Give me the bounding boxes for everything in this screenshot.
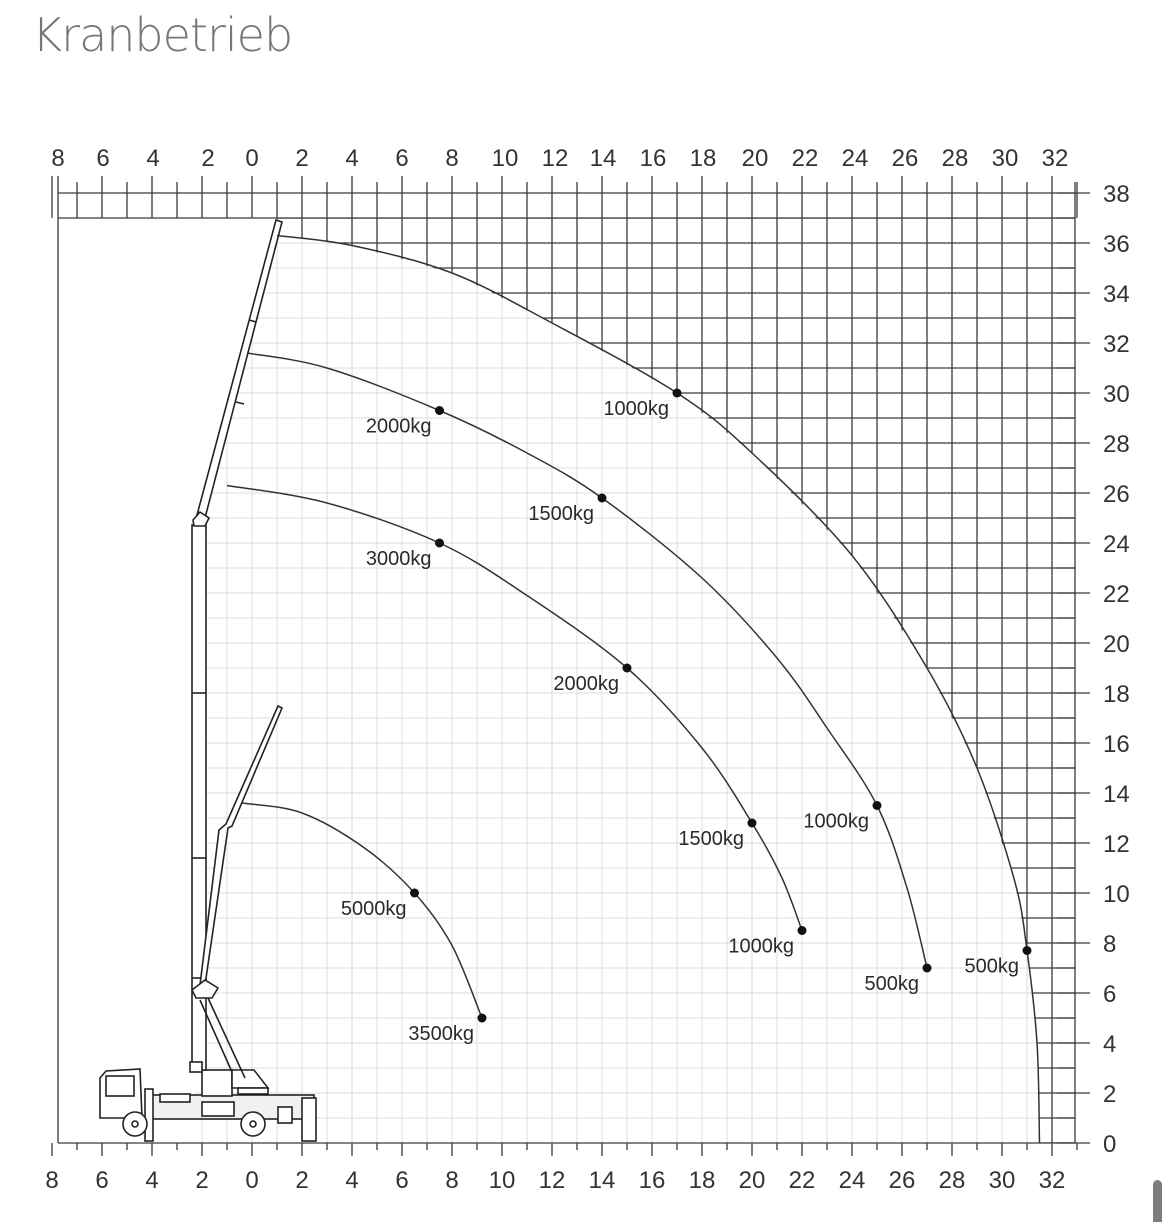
load-curve bbox=[246, 352, 928, 969]
bottom-x-tick-label: 6 bbox=[395, 1167, 408, 1194]
load-point-marker bbox=[922, 963, 932, 973]
load-point-label: 1000kg bbox=[728, 936, 794, 958]
y-tick-label: 12 bbox=[1103, 831, 1130, 858]
load-point-label: 5000kg bbox=[341, 898, 407, 920]
top-x-tick-label: 2 bbox=[201, 145, 214, 172]
page-title: Kranbetrieb bbox=[32, 8, 293, 62]
y-tick-label: 2 bbox=[1103, 1081, 1116, 1108]
load-point-label: 500kg bbox=[965, 956, 1020, 978]
bottom-x-tick-label: 12 bbox=[539, 1167, 566, 1194]
bottom-x-tick-label: 4 bbox=[345, 1167, 358, 1194]
truck-icon bbox=[99, 1068, 317, 1142]
y-tick-label: 32 bbox=[1103, 331, 1130, 358]
load-point-label: 1000kg bbox=[803, 811, 869, 833]
bottom-x-tick-label: 32 bbox=[1039, 1167, 1066, 1194]
top-x-tick-label: 26 bbox=[892, 145, 919, 172]
load-point-marker bbox=[435, 406, 444, 415]
y-tick-label: 36 bbox=[1103, 231, 1130, 258]
load-point-label: 3000kg bbox=[366, 548, 432, 570]
top-x-tick-label: 0 bbox=[245, 145, 258, 172]
bottom-x-tick-label: 8 bbox=[45, 1167, 58, 1194]
y-tick-label: 38 bbox=[1103, 181, 1130, 208]
load-point-label: 2000kg bbox=[553, 673, 619, 695]
load-points: 1000kg 500kg 2000kg 1500kg 1000kg 500kg 3000kg… bbox=[341, 388, 1032, 1045]
y-tick-label: 8 bbox=[1103, 931, 1116, 958]
y-tick-label: 34 bbox=[1103, 281, 1130, 308]
load-point-label: 1500kg bbox=[528, 503, 594, 525]
bottom-x-tick-label: 18 bbox=[689, 1167, 716, 1194]
top-x-tick-label: 6 bbox=[96, 145, 109, 172]
load-curve bbox=[276, 234, 1041, 1144]
load-point-label: 2000kg bbox=[366, 416, 432, 438]
bottom-x-tick-label: 6 bbox=[95, 1167, 108, 1194]
top-x-tick-label: 8 bbox=[445, 145, 458, 172]
bottom-x-tick-label: 2 bbox=[295, 1167, 308, 1194]
bottom-x-tick-label: 28 bbox=[939, 1167, 966, 1194]
top-x-tick-label: 4 bbox=[146, 145, 159, 172]
top-x-tick-label: 22 bbox=[792, 145, 819, 172]
load-point-marker bbox=[477, 1013, 487, 1023]
y-tick-label: 18 bbox=[1103, 681, 1130, 708]
load-point-label: 1000kg bbox=[603, 398, 669, 420]
top-x-tick-label: 2 bbox=[295, 145, 308, 172]
load-point-marker bbox=[747, 818, 757, 828]
bottom-x-tick-label: 4 bbox=[145, 1167, 158, 1194]
top-x-tick-label: 14 bbox=[590, 145, 617, 172]
y-tick-label: 24 bbox=[1103, 531, 1130, 558]
load-point-label: 500kg bbox=[865, 973, 920, 995]
bottom-x-tick-label: 26 bbox=[889, 1167, 916, 1194]
top-x-tick-label: 32 bbox=[1042, 145, 1069, 172]
load-point-label: 1500kg bbox=[678, 828, 744, 850]
bottom-x-tick-label: 22 bbox=[789, 1167, 816, 1194]
y-tick-label: 14 bbox=[1103, 781, 1130, 808]
top-x-tick-label: 10 bbox=[492, 145, 519, 172]
y-tick-label: 16 bbox=[1103, 731, 1130, 758]
bottom-x-tick-label: 14 bbox=[589, 1167, 616, 1194]
bottom-x-tick-label: 2 bbox=[195, 1167, 208, 1194]
bottom-x-tick-label: 30 bbox=[989, 1167, 1016, 1194]
top-x-tick-label: 28 bbox=[942, 145, 969, 172]
scrollbar[interactable] bbox=[1153, 1180, 1162, 1222]
top-x-tick-label: 18 bbox=[690, 145, 717, 172]
load-point-marker bbox=[622, 663, 632, 673]
load-point-marker bbox=[410, 888, 419, 898]
y-tick-label: 22 bbox=[1103, 581, 1130, 608]
bottom-x-tick-label: 16 bbox=[639, 1167, 666, 1194]
y-tick-label: 0 bbox=[1103, 1131, 1116, 1158]
bottom-x-tick-label: 10 bbox=[489, 1167, 516, 1194]
top-x-tick-label: 20 bbox=[742, 145, 769, 172]
top-x-tick-label: 6 bbox=[395, 145, 408, 172]
grid-light bbox=[194, 218, 1040, 1143]
load-curves bbox=[226, 234, 1041, 1144]
y-tick-label: 30 bbox=[1103, 381, 1130, 408]
y-tick-label: 4 bbox=[1103, 1031, 1116, 1058]
crane-truck-illustration bbox=[99, 218, 317, 1142]
top-x-tick-label: 30 bbox=[992, 145, 1019, 172]
top-x-tick-label: 12 bbox=[542, 145, 569, 172]
load-point-marker bbox=[797, 926, 807, 935]
y-tick-label: 28 bbox=[1103, 431, 1130, 458]
load-point-label: 3500kg bbox=[408, 1023, 474, 1045]
load-point-marker bbox=[1022, 946, 1032, 955]
top-x-tick-label: 8 bbox=[51, 145, 64, 172]
load-curve bbox=[226, 484, 803, 931]
load-point-marker bbox=[435, 538, 444, 548]
bottom-x-tick-label: 8 bbox=[445, 1167, 458, 1194]
y-tick-label: 10 bbox=[1103, 881, 1130, 908]
y-tick-label: 26 bbox=[1103, 481, 1130, 508]
load-curve bbox=[241, 802, 483, 1019]
top-x-tick-label: 24 bbox=[842, 145, 869, 172]
load-point-marker bbox=[872, 801, 882, 810]
bottom-x-tick-label: 20 bbox=[739, 1167, 766, 1194]
load-point-marker bbox=[672, 388, 682, 398]
y-tick-label: 20 bbox=[1103, 631, 1130, 658]
load-point-marker bbox=[597, 493, 607, 503]
top-x-tick-label: 4 bbox=[345, 145, 358, 172]
y-tick-label: 6 bbox=[1103, 981, 1116, 1008]
bottom-x-tick-label: 24 bbox=[839, 1167, 866, 1194]
top-x-tick-label: 16 bbox=[640, 145, 667, 172]
bottom-x-tick-label: 0 bbox=[245, 1167, 258, 1194]
crane-mast bbox=[189, 218, 284, 1079]
